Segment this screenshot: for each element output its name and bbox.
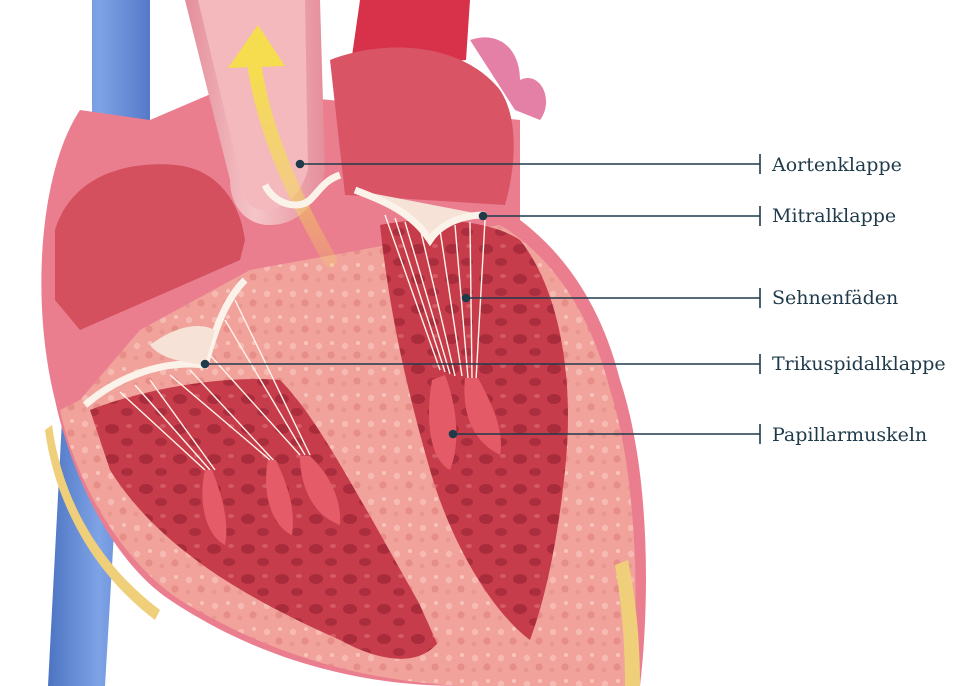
label-tricuspid-valve: Trikuspidalklappe: [772, 355, 946, 374]
label-mitral-valve: Mitralklappe: [772, 207, 896, 226]
label-aortic-valve: Aortenklappe: [772, 156, 902, 175]
label-chordae: Sehnenfäden: [772, 289, 898, 308]
left-atrium: [330, 48, 514, 205]
label-papillary-muscles: Papillarmuskeln: [772, 426, 927, 445]
